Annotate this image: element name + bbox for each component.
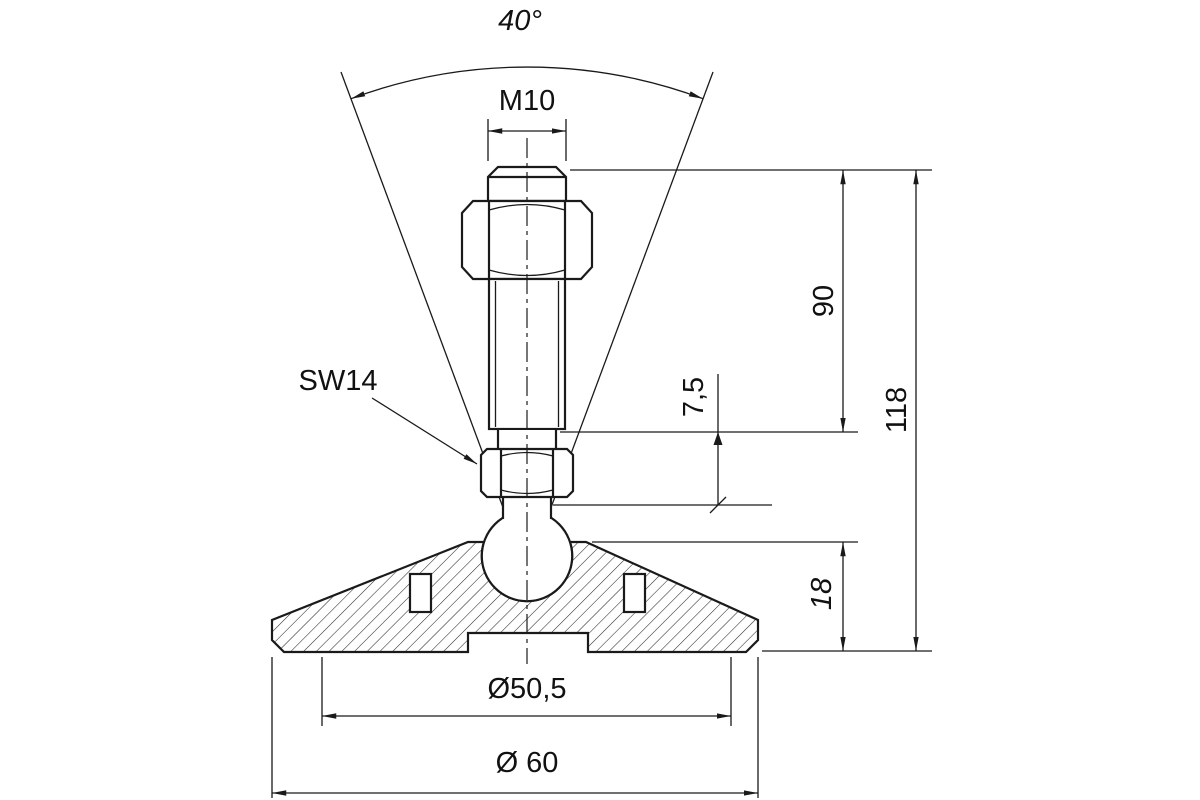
nut-chamfer-arc-top xyxy=(488,203,566,211)
dimension-90 xyxy=(560,169,932,433)
arrowhead-7-5 xyxy=(713,432,723,445)
dimension-7-5 xyxy=(553,374,772,514)
ball-neck-fill xyxy=(503,498,551,519)
neck-fill xyxy=(498,430,556,449)
angle-dimension-arc xyxy=(350,66,704,100)
base-slot-left xyxy=(408,572,433,614)
oblique-tick-7-5 xyxy=(709,496,727,514)
dim-7-5-label: 7,5 xyxy=(678,377,710,417)
sw14-leader-line xyxy=(371,397,478,465)
dimension-dia-60 xyxy=(271,657,759,798)
dim-18-label: 18 xyxy=(806,578,838,610)
dimension-m10 xyxy=(487,119,567,161)
dimension-118 xyxy=(762,170,932,652)
dimension-dia-50-5 xyxy=(321,657,732,726)
wrench-size-label: SW14 xyxy=(299,365,378,397)
angle-label: 40° xyxy=(498,5,542,37)
dimension-18 xyxy=(592,541,858,651)
base-slot-right xyxy=(622,572,647,614)
dim-118-label: 118 xyxy=(881,387,913,433)
dim-90-label: 90 xyxy=(808,285,840,317)
dia-outer-label: Ø 60 xyxy=(496,747,559,779)
thread-label: M10 xyxy=(499,85,555,117)
dia-inner-label: Ø50,5 xyxy=(488,673,567,705)
